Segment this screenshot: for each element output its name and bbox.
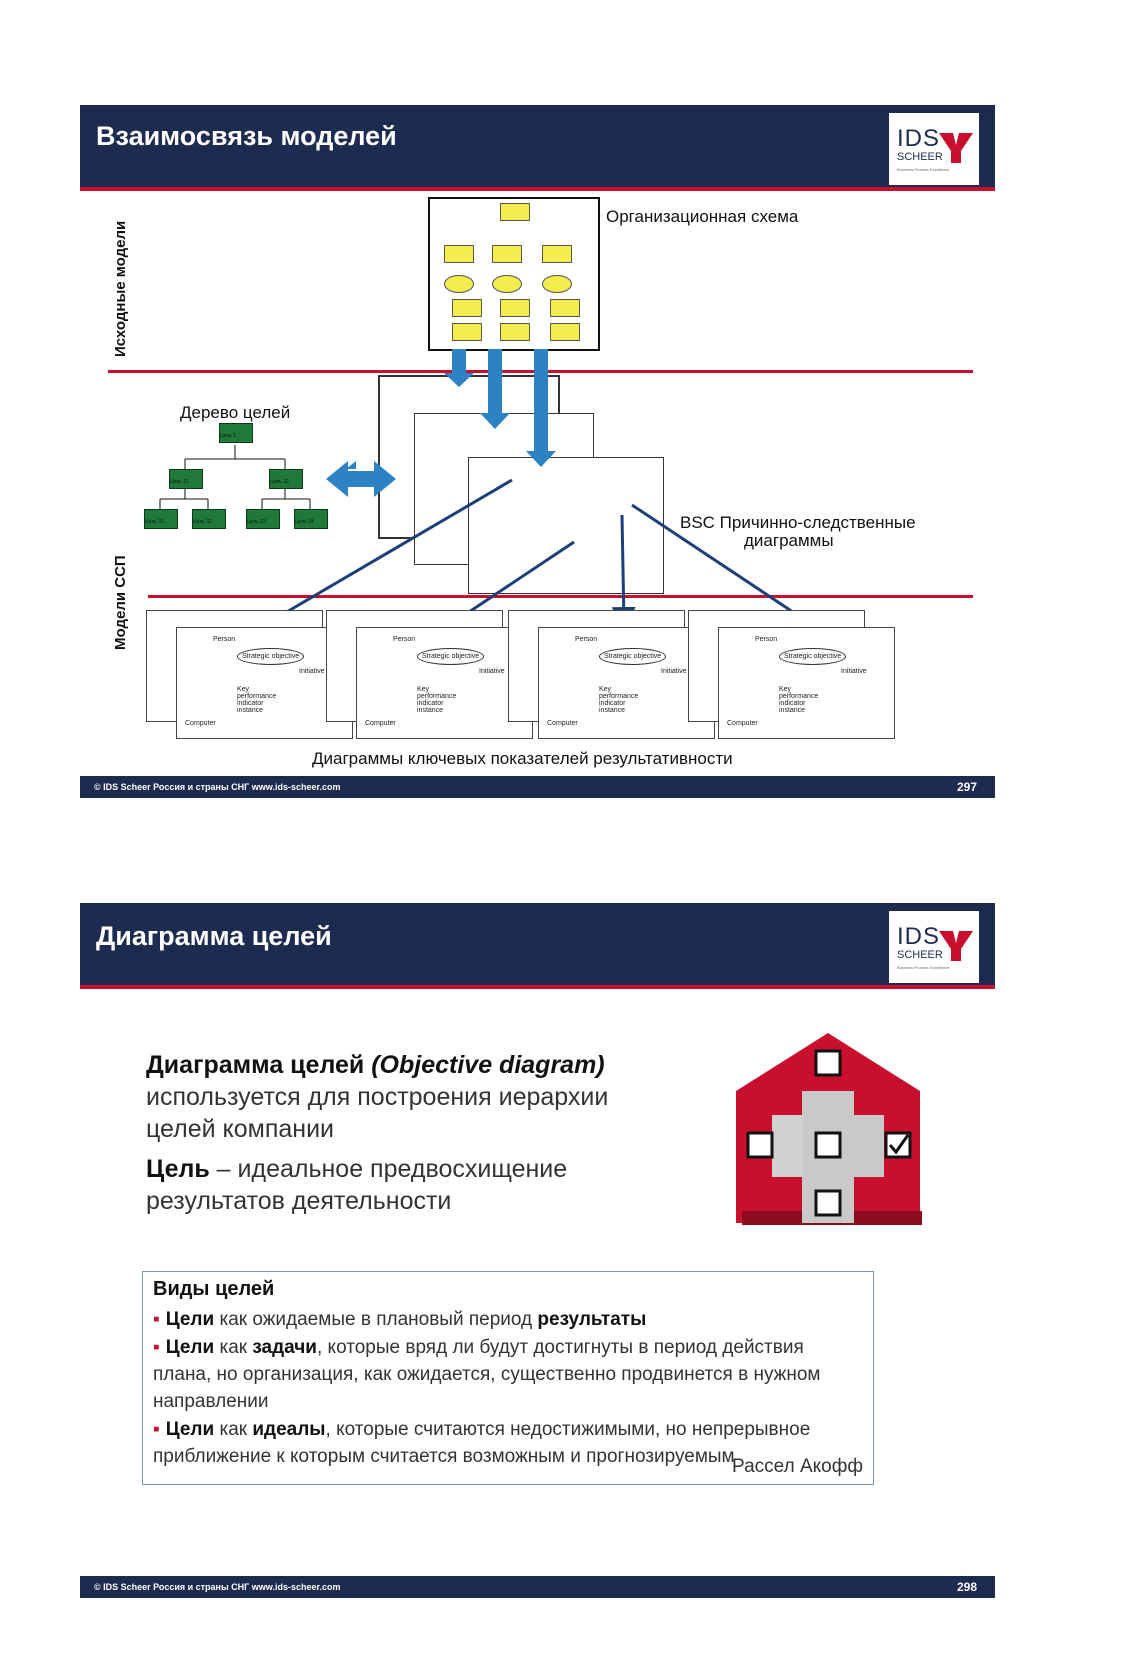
item-text: как ожидаемые в плановый период bbox=[214, 1309, 538, 1330]
kpi-person-label: Person bbox=[575, 636, 598, 643]
goal-node-root: Цель 1 bbox=[220, 433, 237, 439]
kpi-indicator-label: Key performance indicator instance bbox=[599, 686, 639, 714]
goal-types-box: Виды целей ▪Цели как ожидаемые в плановы… bbox=[142, 1271, 874, 1485]
goal-node: Цель 33 bbox=[247, 519, 266, 525]
footer-copyright: © IDS Scheer Россия и страны СНГ www.ids… bbox=[94, 782, 341, 792]
definition-term: Диаграмма целей bbox=[146, 1051, 372, 1079]
goal-types-heading: Виды целей bbox=[153, 1278, 275, 1300]
list-item: ▪Цели как задачи, которые вряд ли будут … bbox=[153, 1337, 821, 1412]
item-text: как bbox=[214, 1337, 253, 1358]
kpi-indicator-label: Key performance indicator instance bbox=[237, 686, 277, 714]
kpi-diagram-card: Person Strategic objective Initiative Ke… bbox=[718, 627, 895, 739]
slide-298: Диаграмма целей IDS SCHEER Business Proc… bbox=[80, 903, 995, 1598]
kpi-person-label: Person bbox=[755, 636, 778, 643]
bsc-diagram-card bbox=[468, 457, 664, 594]
ids-scheer-logo: IDS SCHEER Business Process Excellence bbox=[889, 113, 979, 185]
item-bold: задачи bbox=[252, 1337, 317, 1358]
item-bold: Цели bbox=[165, 1419, 215, 1440]
org-chart-diagram bbox=[428, 197, 600, 351]
goal-text: результатов деятельности bbox=[146, 1187, 452, 1215]
goal-term: Цель bbox=[146, 1155, 210, 1183]
objective-diagram-icon bbox=[736, 1033, 922, 1225]
item-bold: идеалы bbox=[252, 1419, 326, 1440]
slide-footer: © IDS Scheer Россия и страны СНГ www.ids… bbox=[80, 776, 995, 798]
goal-node: Цель 21 bbox=[170, 479, 189, 485]
kpi-computer-label: Computer bbox=[365, 720, 396, 727]
kpi-objective-label: Strategic objective bbox=[779, 648, 847, 665]
kpi-computer-label: Computer bbox=[727, 720, 758, 727]
logo-scheer-text: SCHEER bbox=[897, 949, 943, 961]
divider-line bbox=[148, 595, 973, 598]
logo-ids-text: IDS bbox=[897, 923, 941, 950]
kpi-initiative-label: Initiative bbox=[299, 668, 325, 675]
kpi-objective-label: Strategic objective bbox=[599, 648, 667, 665]
definition-term-en: (Objective diagram) bbox=[371, 1051, 605, 1079]
kpi-indicator-label: Key performance indicator instance bbox=[779, 686, 819, 714]
kpi-initiative-label: Initiative bbox=[479, 668, 505, 675]
page-number: 298 bbox=[956, 1580, 977, 1594]
slide-297: Взаимосвязь моделей IDS SCHEER Business … bbox=[80, 105, 995, 800]
item-text: как bbox=[214, 1419, 253, 1440]
org-chart-label: Организационная схема bbox=[606, 207, 799, 226]
page-number: 297 bbox=[956, 780, 977, 794]
bsc-label: диаграммы bbox=[744, 531, 834, 550]
goal-node: Цель 22 bbox=[270, 479, 289, 485]
quote-author: Рассел Акофф bbox=[732, 1456, 863, 1477]
kpi-caption: Диаграммы ключевых показателей результат… bbox=[312, 749, 733, 768]
goal-node: Цель 31 bbox=[145, 519, 164, 525]
goal-tree-diagram bbox=[159, 445, 311, 509]
list-item: ▪Цели как ожидаемые в плановый период ре… bbox=[153, 1309, 647, 1330]
list-item: ▪Цели как идеалы, которые считаются недо… bbox=[153, 1419, 811, 1467]
kpi-initiative-label: Initiative bbox=[841, 668, 867, 675]
header-accent-line bbox=[80, 985, 995, 989]
kpi-diagram-card: Person Strategic objective Initiative Ke… bbox=[538, 627, 715, 739]
kpi-person-label: Person bbox=[213, 636, 236, 643]
goal-node: Цель 32 bbox=[193, 519, 212, 525]
kpi-diagram-card: Person Strategic objective Initiative Ke… bbox=[176, 627, 353, 739]
kpi-computer-label: Computer bbox=[547, 720, 578, 727]
slide-title: Взаимосвязь моделей bbox=[96, 121, 397, 151]
goal-tree-label: Дерево целей bbox=[180, 403, 291, 422]
definition-text: используется для построения иерархии bbox=[146, 1083, 609, 1111]
item-bold: Цели bbox=[165, 1309, 215, 1330]
kpi-objective-label: Strategic objective bbox=[237, 648, 305, 665]
kpi-computer-label: Computer bbox=[185, 720, 216, 727]
logo-ids-text: IDS bbox=[897, 125, 941, 152]
definition-text: целей компании bbox=[146, 1115, 335, 1143]
logo-mark-icon bbox=[939, 931, 973, 961]
goal-text: – идеальное предвосхищение bbox=[209, 1155, 568, 1183]
slide-header: Взаимосвязь моделей IDS SCHEER Business … bbox=[80, 105, 995, 187]
goal-definition-paragraph: Цель – идеальное предвосхищение результа… bbox=[146, 1153, 567, 1217]
slide-header: Диаграмма целей IDS SCHEER Business Proc… bbox=[80, 903, 995, 985]
connector-arrows bbox=[250, 349, 825, 634]
item-text: , которые считаются недостижимыми, но не… bbox=[153, 1419, 811, 1467]
logo-tagline: Business Process Excellence bbox=[897, 167, 950, 172]
ids-scheer-logo: IDS SCHEER Business Process Excellence bbox=[889, 911, 979, 983]
logo-scheer-text: SCHEER bbox=[897, 151, 943, 163]
goal-node: Цель 34 bbox=[295, 519, 314, 525]
slide-footer: © IDS Scheer Россия и страны СНГ www.ids… bbox=[80, 1576, 995, 1598]
header-accent-line bbox=[80, 187, 995, 191]
slide-title: Диаграмма целей bbox=[96, 921, 332, 951]
logo-tagline: Business Process Excellence bbox=[897, 965, 950, 970]
kpi-indicator-label: Key performance indicator instance bbox=[417, 686, 457, 714]
kpi-objective-label: Strategic objective bbox=[417, 648, 485, 665]
item-bold: Цели bbox=[165, 1337, 215, 1358]
item-bold: результаты bbox=[537, 1309, 647, 1330]
kpi-person-label: Person bbox=[393, 636, 416, 643]
bsc-label: BSC Причинно-следственные bbox=[680, 513, 916, 532]
logo-mark-icon bbox=[939, 133, 973, 163]
kpi-initiative-label: Initiative bbox=[661, 668, 687, 675]
footer-copyright: © IDS Scheer Россия и страны СНГ www.ids… bbox=[94, 1582, 341, 1592]
item-text: , которые вряд ли будут достигнуты в пер… bbox=[153, 1337, 821, 1412]
definition-paragraph: Диаграмма целей (Objective diagram) испо… bbox=[146, 1049, 608, 1145]
kpi-diagram-card: Person Strategic objective Initiative Ke… bbox=[356, 627, 533, 739]
